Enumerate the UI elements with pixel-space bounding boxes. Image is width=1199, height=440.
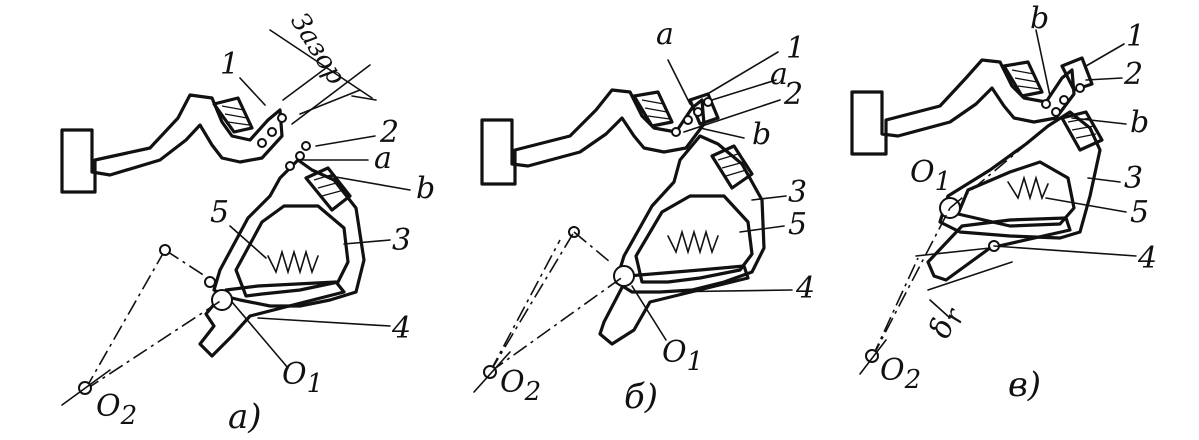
label-part-4-c: 4 (1137, 241, 1157, 276)
label-point-b-a: b (416, 171, 435, 206)
label-delta: δr (923, 301, 972, 345)
label-part-2-b: 2 (783, 77, 803, 112)
label-part-3-a: 3 (392, 223, 411, 258)
label-pivot-o1-c: O1 (910, 155, 951, 197)
label-part-5-b: 5 (788, 207, 807, 242)
label-part-3-b: 3 (788, 175, 807, 210)
caption-b: б) (624, 377, 658, 417)
label-part-4-a: 4 (391, 311, 411, 346)
label-pivot-o2-a: O2 (96, 389, 137, 431)
caption-c: в) (1008, 365, 1041, 405)
panel-b (473, 51, 793, 393)
arm-4 (198, 280, 346, 358)
label-part-1-c: 1 (1126, 19, 1145, 54)
label-point-a-b1: a (656, 17, 674, 52)
label-pivot-o1-b: O1 (662, 335, 703, 377)
label-point-b-b: b (752, 117, 771, 152)
label-part-2-c: 2 (1123, 57, 1143, 92)
label-point-b-c1: b (1030, 1, 1049, 36)
fixed-contact-bracket (60, 93, 284, 194)
panel-a (60, 29, 411, 406)
label-part-4-b: 4 (795, 271, 815, 306)
label-gap: Зазор (284, 8, 351, 90)
label-part-1-a: 1 (220, 47, 239, 82)
fixed-contact-block (212, 96, 254, 134)
label-point-b-c2: b (1130, 105, 1149, 140)
spring-5 (267, 249, 319, 275)
label-part-5-a: 5 (210, 195, 229, 230)
label-part-3-c: 3 (1124, 161, 1143, 196)
label-part-2-a: 2 (379, 115, 399, 150)
label-pivot-o2-c: O2 (880, 353, 921, 395)
caption-a: а) (228, 397, 262, 437)
fixed-contact-hatch (221, 105, 250, 126)
label-part-5-c: 5 (1130, 195, 1149, 230)
label-part-1-b: 1 (786, 31, 805, 66)
label-point-a-a: a (374, 141, 392, 176)
label-pivot-o1-a: O1 (282, 357, 323, 399)
label-pivot-o2-b: O2 (500, 365, 541, 407)
panel-c (850, 29, 1137, 375)
label-point-a-b2: a (770, 57, 788, 92)
